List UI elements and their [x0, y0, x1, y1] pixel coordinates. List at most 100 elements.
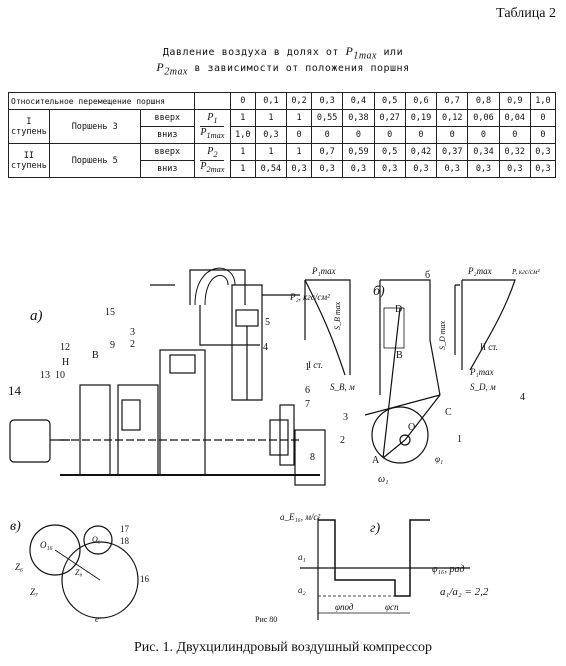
value-cell: 0,42 — [404, 143, 438, 161]
p2-label: P₂, кгс/см² — [289, 292, 330, 302]
part-label-14: 14 — [8, 383, 22, 398]
pos-cell: 0,9 — [498, 92, 531, 110]
gear-z8 — [83, 525, 113, 555]
value-cell: 0 — [311, 126, 344, 144]
point-O: O — [408, 422, 415, 433]
value-cell: 0 — [286, 126, 313, 144]
pos-cell: 0,4 — [342, 92, 375, 110]
part-label-9: 9 — [110, 340, 115, 351]
gear-label-z6: Z₆ — [15, 562, 23, 572]
value-cell: 0,3 — [498, 160, 531, 178]
table-row: Относительное перемещение поршня 0 0,1 0… — [7, 92, 557, 110]
part-label-18: 18 — [120, 536, 130, 546]
piston-3 — [169, 354, 196, 374]
stage-cell: II ступень — [8, 143, 50, 178]
part-label-16: 16 — [140, 574, 150, 584]
heading-text-2: в зависимости от положения поршня — [194, 63, 410, 74]
point-C: C — [445, 407, 452, 418]
value-cell: 0,54 — [254, 160, 288, 178]
heading-symbol: P1max — [345, 44, 377, 62]
sdm-label: S_D, м — [470, 382, 496, 392]
ratio-header-empty — [194, 92, 231, 110]
part-label-10: 10 — [55, 370, 65, 381]
value-cell: 0,34 — [467, 143, 500, 161]
part-label-4: 4 — [263, 342, 268, 353]
value-cell: 0,04 — [498, 109, 531, 127]
part-label-B: В — [92, 350, 99, 361]
value-cell: 0,06 — [467, 109, 500, 127]
table-heading-line1: Давление воздуха в долях от P1max или — [0, 44, 566, 61]
value-cell: 0,12 — [436, 109, 469, 127]
stage-cell: I ступень — [8, 109, 50, 144]
part-label-12: 12 — [60, 342, 70, 353]
value-cell: 0,19 — [404, 109, 438, 127]
part-label-b: б — [425, 270, 430, 281]
pos-cell: 0 — [229, 92, 256, 110]
pos-cell: 0,6 — [404, 92, 438, 110]
piston-cell: Поршень 5 — [48, 143, 141, 178]
value-cell: 0 — [498, 126, 531, 144]
row-header: Относительное перемещение поршня — [7, 92, 196, 110]
pos-cell: 0,2 — [286, 92, 313, 110]
label-a: а) — [30, 308, 43, 324]
support-8 — [294, 429, 326, 486]
value-cell: 1 — [229, 109, 256, 127]
value-cell: 1,0 — [229, 126, 256, 144]
value-cell: 0 — [529, 109, 557, 127]
value-cell: 1 — [229, 143, 256, 161]
heading-text: Давление воздуха в долях от — [162, 47, 339, 58]
value-cell: 0,3 — [311, 160, 344, 178]
phi16-label: φ₁₆, рад — [432, 564, 465, 575]
table-label: Таблица 2 — [496, 6, 556, 21]
ratio-label: a₁/a₂ = 2,2 — [440, 586, 489, 598]
value-cell: 0,37 — [436, 143, 469, 161]
direction-down: вниз — [139, 160, 196, 178]
phi-sp-label: φсп — [385, 602, 399, 612]
piston-cell: Поршень 3 — [48, 109, 141, 144]
part-label-13: 13 — [40, 370, 50, 381]
gear-label-e: е — [95, 614, 99, 624]
accel-curve — [318, 519, 430, 597]
part-label-6: 6 — [305, 385, 310, 396]
part-label-3: 3 — [130, 327, 135, 338]
value-cell: 0 — [467, 126, 500, 144]
pos-cell: 0,3 — [311, 92, 344, 110]
table-row: вниз 1 0,54 0,3 0,3 0,3 0,3 0,3 0,3 0,3 … — [9, 160, 557, 178]
part-label-b1: 1 — [457, 434, 462, 445]
table-row: вниз 1,0 0,3 0 0 0 0 0 0 0 0 0 — [9, 126, 557, 144]
value-cell: 0 — [436, 126, 469, 144]
value-cell: 1 — [229, 160, 256, 178]
diagram-b: б) P₁max S_B max I ст. S_B, м D B C O A … — [304, 266, 541, 485]
phi-pod-label: φпод — [335, 602, 354, 612]
value-cell: 0,38 — [342, 109, 375, 127]
part-label-b2: 2 — [340, 435, 345, 446]
gear-label-z8: Z₈ — [75, 568, 82, 577]
label-v: в) — [10, 519, 21, 534]
value-cell: 1 — [254, 109, 288, 127]
value-cell: 0 — [404, 126, 438, 144]
gear-label-o16: O₁₆ — [40, 540, 53, 550]
point-B: B — [396, 350, 403, 361]
direction-up: вверх — [139, 143, 196, 161]
point-D: D — [395, 304, 402, 315]
direction-up: вверх — [139, 109, 196, 127]
part-label-1: 1 — [305, 362, 310, 373]
value-cell: 0,32 — [498, 143, 531, 161]
part-label-8: 8 — [310, 452, 315, 463]
a2-label: a₂ — [298, 585, 306, 595]
value-cell: 0,3 — [436, 160, 469, 178]
heading-or: или — [383, 47, 404, 58]
fig-number: Рис 80 — [255, 615, 277, 624]
pos-cell: 0,7 — [436, 92, 469, 110]
sbm-label: S_B, м — [330, 382, 355, 392]
crank-circle — [371, 406, 429, 464]
part-label-15: 15 — [105, 307, 115, 318]
pos-cell: 1,0 — [529, 92, 557, 110]
part-label-b3: 3 — [343, 412, 348, 423]
gear-label-o6: O₆ — [92, 535, 101, 544]
part-label-H: Н — [62, 357, 69, 368]
motor-14 — [9, 419, 51, 463]
sbmax-label: S_B max — [333, 301, 342, 330]
